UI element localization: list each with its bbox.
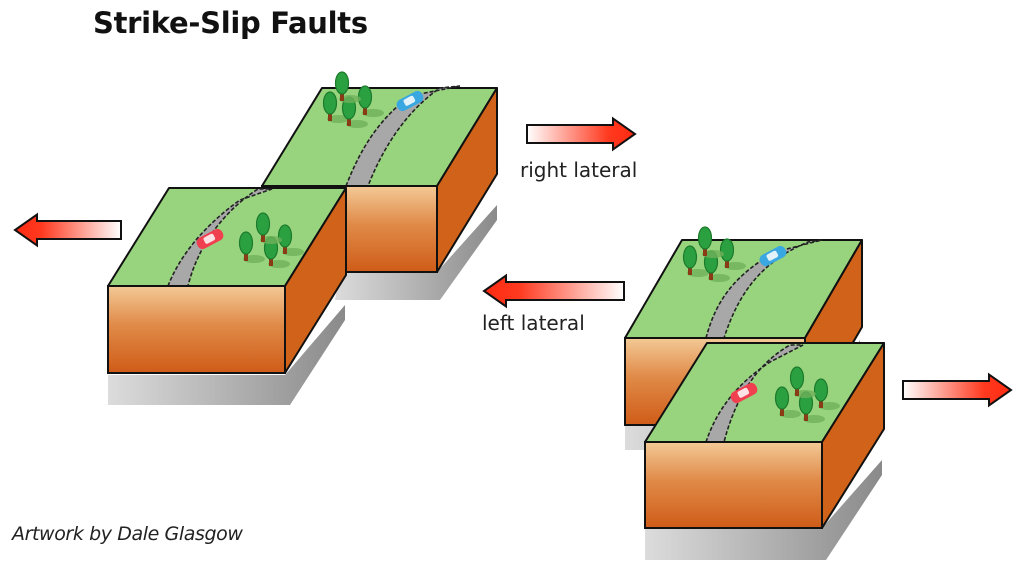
right-lateral-front-block — [107, 187, 347, 374]
block-shadow — [108, 305, 345, 405]
arrow-shape — [902, 372, 1013, 408]
right-arrow-icon — [526, 116, 637, 152]
left-arrow-icon — [482, 273, 625, 309]
road — [704, 344, 804, 443]
arrow-shape — [13, 212, 122, 248]
artwork-credit: Artwork by Dale Glasgow — [12, 523, 243, 545]
tree-shadow — [327, 115, 349, 123]
block-front-face — [644, 441, 823, 529]
tree-icon — [774, 386, 801, 418]
tree-icon — [238, 231, 265, 263]
diagram-title: Strike-Slip Faults — [93, 6, 368, 40]
tree-shadow — [268, 260, 290, 268]
tree-icon — [682, 245, 709, 277]
tree-icon — [334, 71, 361, 103]
tree-trunk — [363, 107, 367, 115]
arrow-shape — [526, 116, 637, 152]
left-lateral-label: left lateral — [482, 311, 585, 335]
tree-shadow — [702, 250, 724, 258]
block-shadow — [335, 205, 497, 300]
tree-shadow — [687, 269, 709, 277]
tree-trunk — [688, 267, 692, 275]
road — [344, 85, 461, 187]
block-side-face — [284, 187, 347, 374]
left-lateral-front-block — [644, 342, 885, 529]
tree-shadow — [803, 415, 825, 423]
tree-icon — [697, 226, 724, 258]
arrow-shape — [482, 273, 625, 309]
tree-icon — [255, 212, 282, 244]
block-side-face — [821, 342, 885, 529]
tree-shadow — [346, 120, 368, 128]
tree-trunk — [261, 234, 265, 242]
red-car-icon — [396, 90, 424, 112]
tree-trunk — [819, 400, 823, 408]
tree-shadow — [282, 248, 304, 256]
tree-trunk — [804, 413, 808, 421]
tree-shadow — [339, 95, 361, 103]
tree-crown — [357, 85, 373, 109]
tree-trunk — [795, 388, 799, 396]
right-lateral-label: right lateral — [520, 158, 638, 182]
tree-trunk — [725, 260, 729, 268]
tree-trunk — [347, 118, 351, 126]
block-side-face — [436, 87, 498, 273]
tree-shadow — [779, 410, 801, 418]
car-window — [403, 95, 416, 106]
tree-icon — [322, 91, 349, 123]
tree-shadow — [362, 109, 384, 117]
tree-trunk — [780, 408, 784, 416]
tree-crown — [774, 386, 790, 410]
tree-trunk — [244, 253, 248, 261]
road — [166, 188, 273, 287]
tree-crown — [334, 71, 350, 95]
tree-crown — [238, 231, 254, 255]
red-car-icon — [759, 245, 787, 267]
tree-icon — [277, 224, 304, 256]
tree-shadow — [818, 402, 840, 410]
tree-crown — [322, 91, 338, 115]
tree-crown — [682, 245, 698, 269]
car-window — [766, 250, 779, 261]
tree-trunk — [269, 258, 273, 266]
tree-trunk — [709, 272, 713, 280]
tree-crown — [255, 212, 271, 236]
car-window — [203, 233, 216, 244]
right-arrow-icon — [902, 372, 1013, 408]
tree-icon — [719, 238, 746, 270]
tree-crown — [789, 366, 805, 390]
tree-icon — [357, 85, 384, 117]
block-shadow — [645, 460, 882, 560]
tree-trunk — [703, 248, 707, 256]
tree-trunk — [340, 93, 344, 101]
left-arrow-icon — [13, 212, 122, 248]
tree-shadow — [708, 274, 730, 282]
red-car-icon — [196, 228, 224, 250]
tree-crown — [697, 226, 713, 250]
tree-crown — [719, 238, 735, 262]
tree-shadow — [794, 390, 816, 398]
tree-trunk — [328, 113, 332, 121]
tree-shadow — [724, 262, 746, 270]
car-window — [737, 387, 750, 398]
tree-crown — [813, 378, 829, 402]
block-front-face — [107, 285, 286, 374]
tree-icon — [789, 366, 816, 398]
tree-shadow — [243, 255, 265, 263]
tree-trunk — [283, 246, 287, 254]
tree-crown — [277, 224, 293, 248]
tree-shadow — [260, 236, 282, 244]
tree-icon — [813, 378, 840, 410]
red-car-icon — [730, 382, 758, 404]
